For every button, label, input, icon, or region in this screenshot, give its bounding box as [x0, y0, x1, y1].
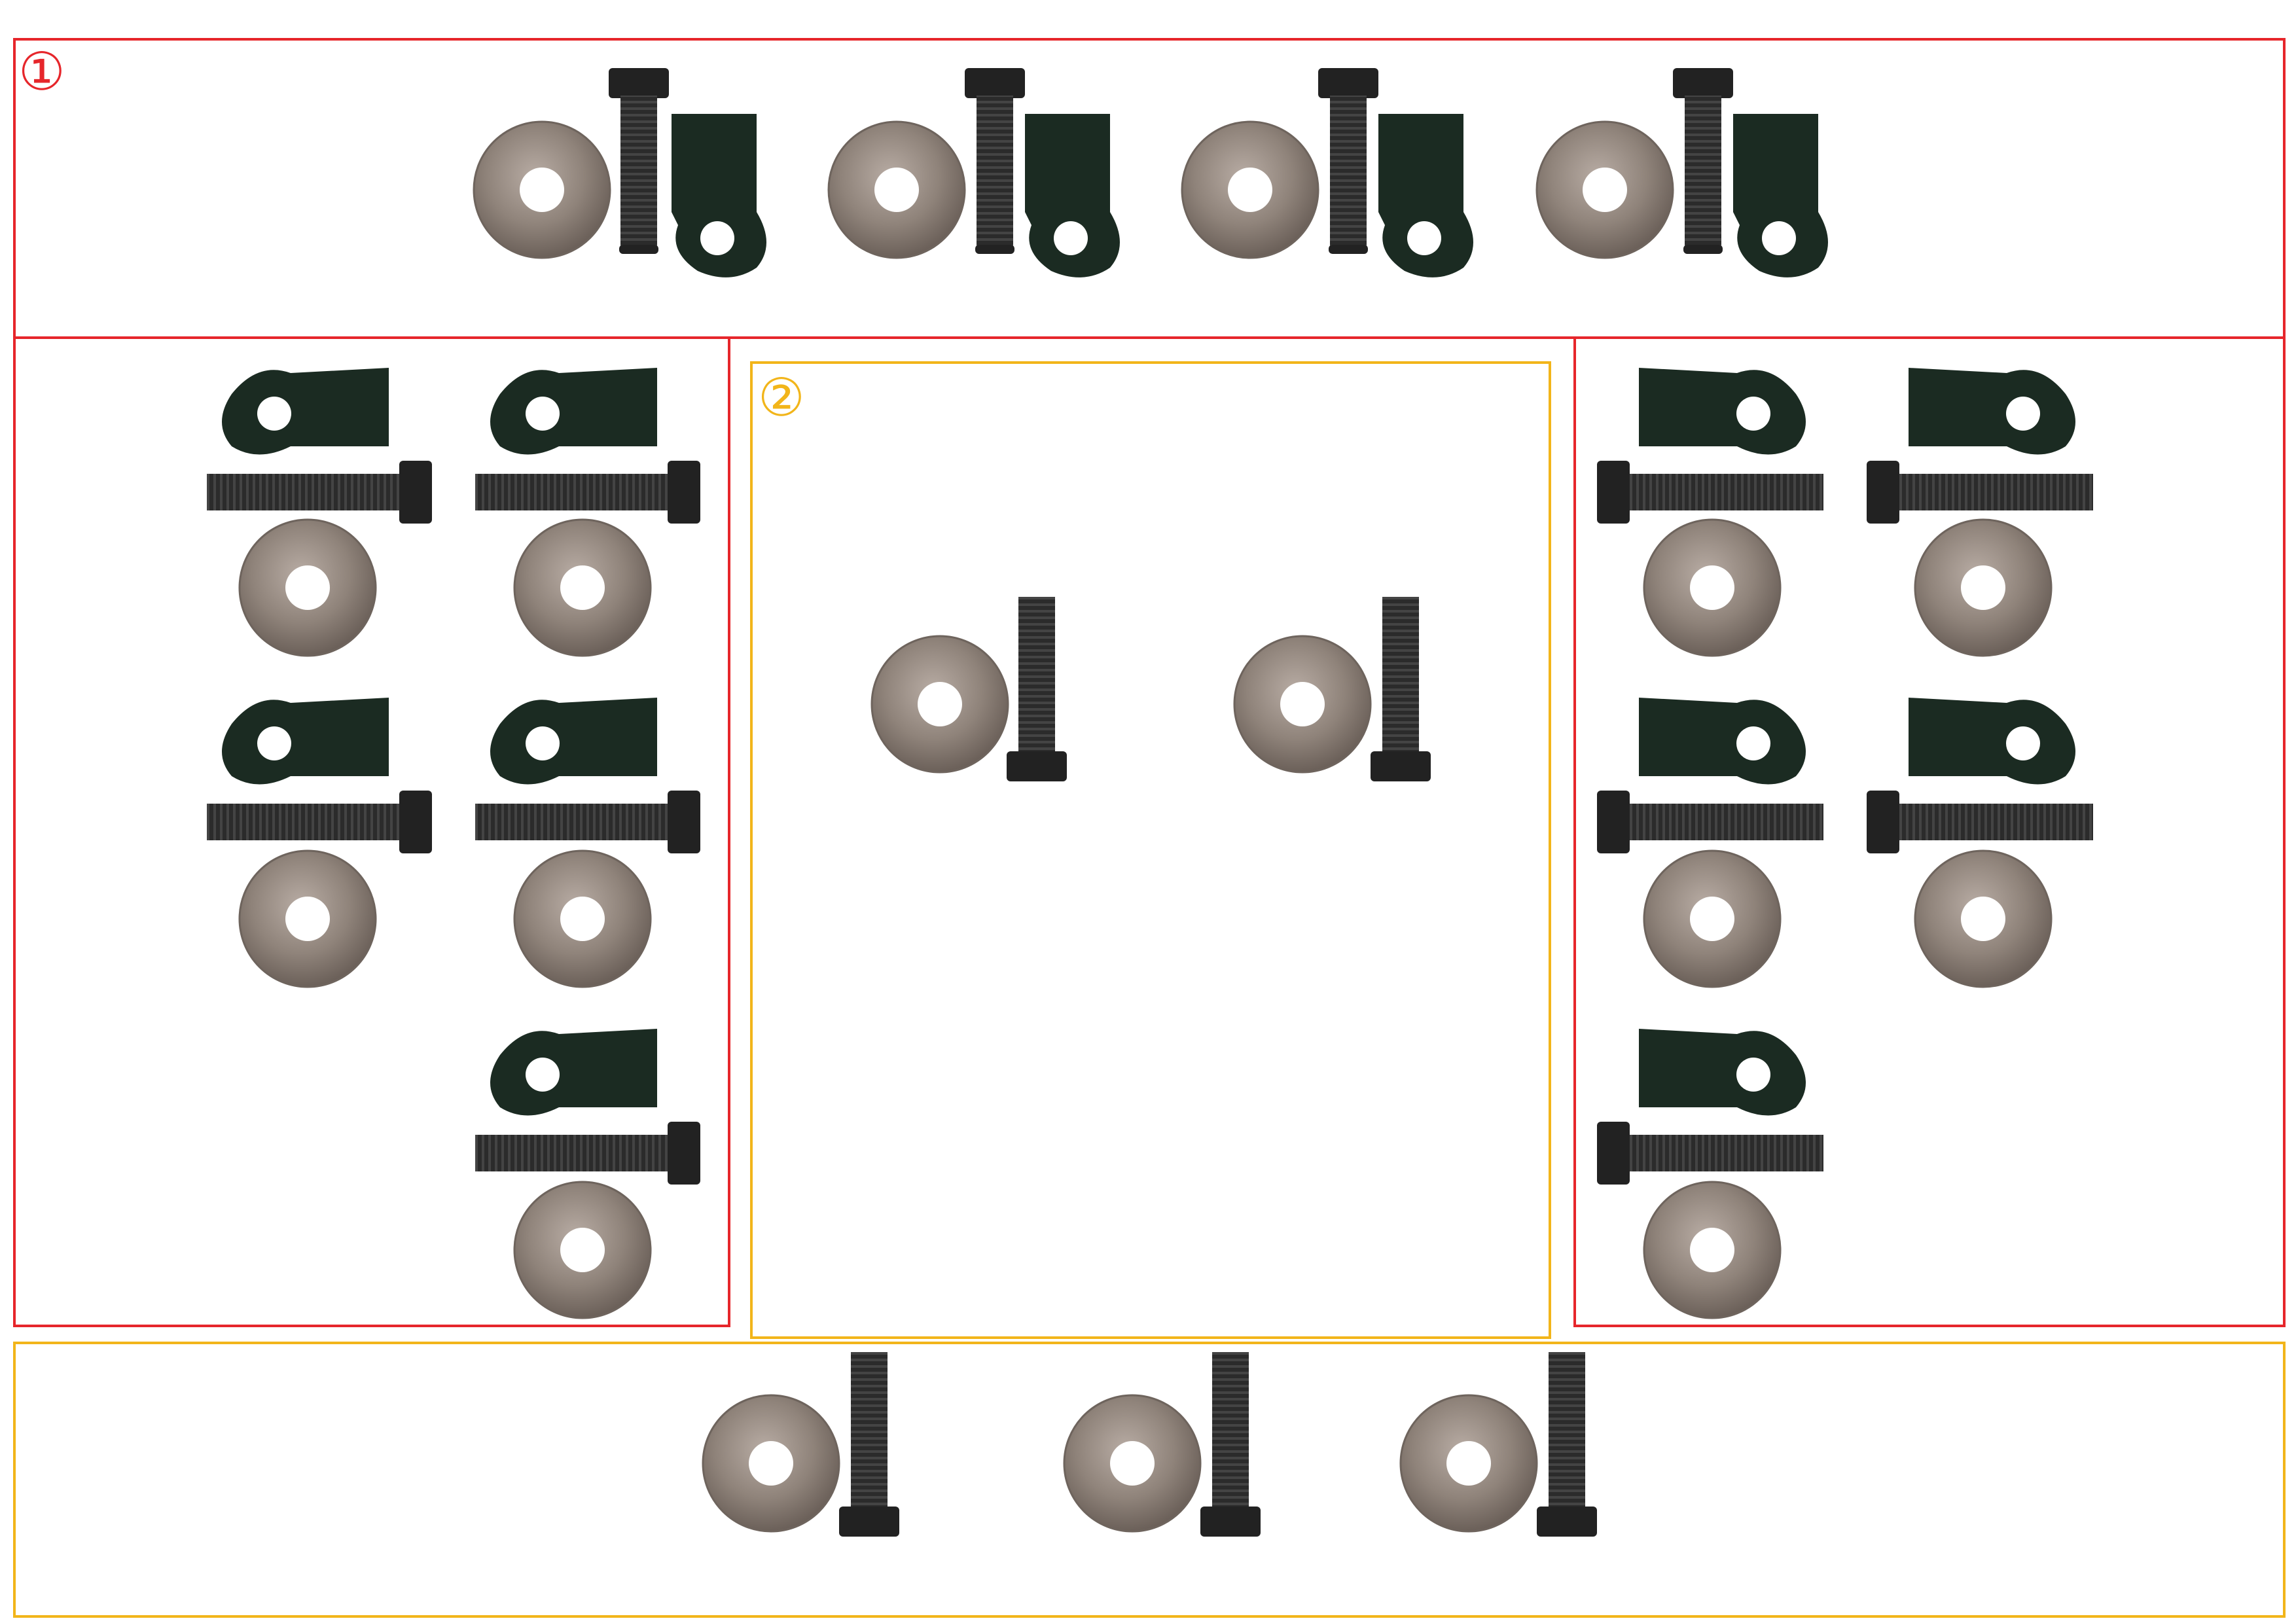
- washer-icon: [513, 1181, 652, 1319]
- hex-bolt-icon: [609, 68, 669, 254]
- top-set: [1181, 68, 1473, 277]
- top-set: [1535, 68, 1828, 277]
- washer-icon: [1643, 1181, 1782, 1319]
- zone-2-bottom: [13, 1342, 2286, 1618]
- hex-bolt-icon: [1537, 1352, 1597, 1537]
- washer-icon: [1914, 518, 2053, 657]
- zone-2-center: [750, 361, 1551, 1339]
- left-set: [475, 1029, 700, 1319]
- left-set: [475, 368, 700, 657]
- zone-1-left: [13, 336, 730, 1327]
- washer-icon: [1233, 635, 1372, 774]
- washer-icon: [1914, 849, 2053, 988]
- hex-bolt-icon: [475, 461, 700, 524]
- washer-icon: [513, 849, 652, 988]
- u-nut-clip-icon: [1025, 114, 1120, 277]
- washer-icon: [1399, 1394, 1538, 1533]
- u-nut-clip-icon: [222, 368, 389, 455]
- left-set: [207, 698, 432, 988]
- u-nut-clip-icon: [490, 1029, 657, 1116]
- washer-icon: [238, 849, 377, 988]
- hex-bolt-icon: [1200, 1352, 1261, 1537]
- hex-bolt-icon: [1318, 68, 1378, 254]
- washer-icon: [702, 1394, 840, 1533]
- right-set: [1867, 368, 2093, 657]
- bottom-set: [1063, 1352, 1261, 1537]
- hex-bolt-icon: [1673, 68, 1733, 254]
- hex-bolt-icon: [1597, 791, 1823, 853]
- hex-bolt-icon: [1597, 461, 1823, 524]
- right-set: [1867, 698, 2093, 988]
- hex-bolt-icon: [1867, 791, 2093, 853]
- right-set: [1597, 1029, 1823, 1319]
- washer-icon: [870, 635, 1009, 774]
- u-nut-clip-icon: [1909, 698, 2075, 785]
- zone-2-label: ②: [758, 367, 805, 428]
- washer-icon: [1643, 849, 1782, 988]
- zone-1-label: ①: [18, 41, 65, 102]
- u-nut-clip-icon: [1909, 368, 2075, 455]
- u-nut-clip-icon: [490, 368, 657, 455]
- u-nut-clip-icon: [490, 698, 657, 785]
- washer-icon: [1643, 518, 1782, 657]
- top-set: [827, 68, 1120, 277]
- left-set: [475, 698, 700, 988]
- hex-bolt-icon: [1597, 1122, 1823, 1185]
- hex-bolt-icon: [1371, 597, 1431, 781]
- u-nut-clip-icon: [1733, 114, 1828, 277]
- hex-bolt-icon: [475, 791, 700, 853]
- washer-icon: [473, 120, 611, 259]
- center-set: [1233, 597, 1431, 781]
- u-nut-clip-icon: [672, 114, 766, 277]
- left-set: [207, 368, 432, 657]
- u-nut-clip-icon: [1639, 368, 1806, 455]
- u-nut-clip-icon: [222, 698, 389, 785]
- washer-icon: [513, 518, 652, 657]
- center-set: [870, 597, 1067, 781]
- washer-icon: [827, 120, 966, 259]
- washer-icon: [238, 518, 377, 657]
- hex-bolt-icon: [475, 1122, 700, 1185]
- hex-bolt-icon: [207, 461, 432, 524]
- zone-1-right: [1573, 336, 2286, 1327]
- top-set: [473, 68, 766, 277]
- hex-bolt-icon: [965, 68, 1025, 254]
- hex-bolt-icon: [839, 1352, 899, 1537]
- zone-1-top: [13, 38, 2286, 339]
- right-set: [1597, 368, 1823, 657]
- hex-bolt-icon: [1007, 597, 1067, 781]
- u-nut-clip-icon: [1378, 114, 1473, 277]
- washer-icon: [1181, 120, 1319, 259]
- u-nut-clip-icon: [1639, 698, 1806, 785]
- right-set: [1597, 698, 1823, 988]
- hex-bolt-icon: [207, 791, 432, 853]
- hex-bolt-icon: [1867, 461, 2093, 524]
- u-nut-clip-icon: [1639, 1029, 1806, 1116]
- washer-icon: [1535, 120, 1674, 259]
- washer-icon: [1063, 1394, 1202, 1533]
- bottom-set: [1399, 1352, 1597, 1537]
- bottom-set: [702, 1352, 899, 1537]
